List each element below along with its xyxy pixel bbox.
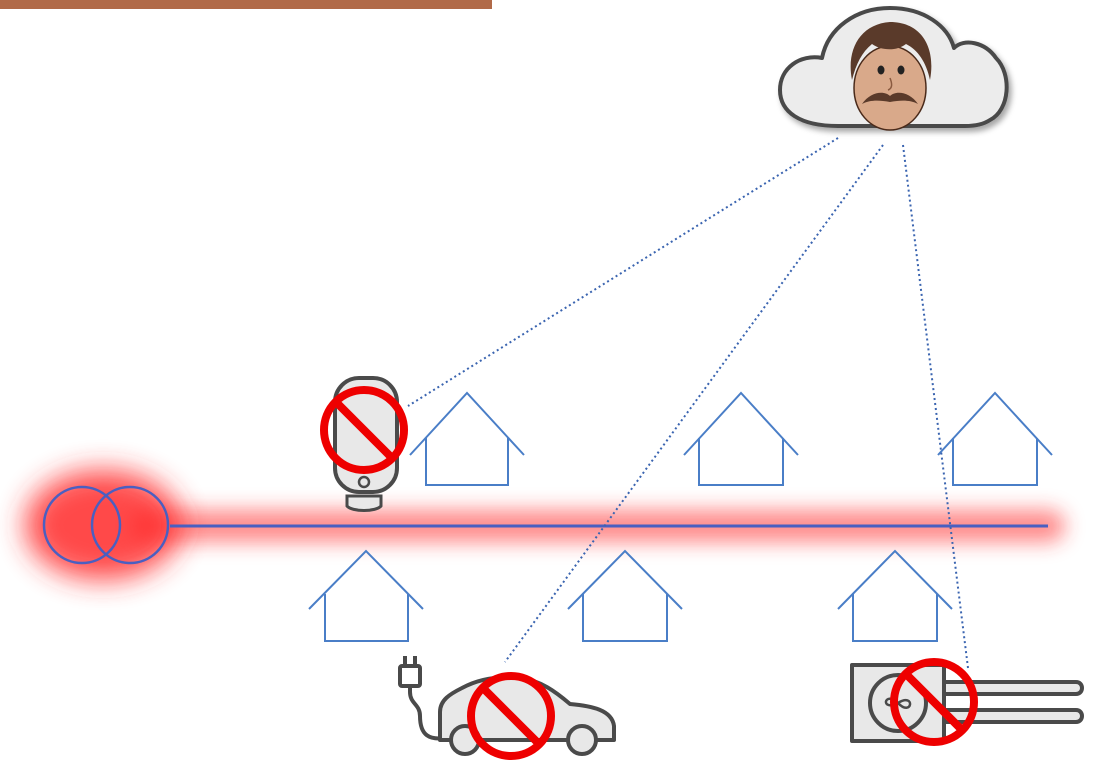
house-icon [409,391,525,486]
house-icon [567,549,683,642]
house-icon [837,549,953,642]
house-icon [683,391,799,486]
remote-links [407,137,969,669]
prohibited-icon [467,672,555,760]
person-face-icon [850,22,932,131]
electric-car-icon [398,656,616,756]
transformer-icon [42,485,170,565]
prohibited-icon [890,658,978,746]
link-to-water-heater [407,137,839,407]
prohibited-icon [320,386,408,474]
house-icon [937,391,1053,486]
link-to-electric-vehicle [504,144,884,663]
top-color-bar [0,0,492,9]
link-to-heat-pump [902,144,969,669]
houses [308,391,1053,642]
house-icon [308,549,424,642]
